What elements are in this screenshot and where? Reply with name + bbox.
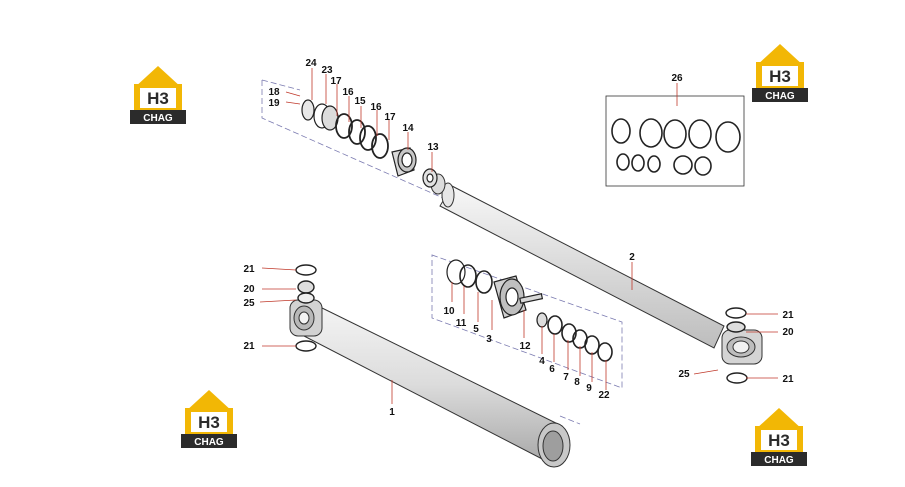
callout-22: 22: [598, 390, 610, 401]
callout-16-second: 16: [370, 102, 382, 113]
callout-12: 12: [519, 341, 531, 352]
callout-13: 13: [427, 142, 439, 153]
cylinder-tube: [289, 299, 571, 468]
callout-21-d: 21: [782, 374, 794, 385]
brand-name-text: CHAG: [194, 437, 224, 448]
seal-kit-box: [605, 95, 745, 187]
callout-14: 14: [402, 123, 414, 134]
brand-logo-bottom-left: H3 CHAG: [181, 390, 237, 448]
brand-mark-text: H3: [147, 89, 169, 108]
callout-4: 4: [539, 356, 545, 367]
assembly-boundary-middle: [431, 254, 623, 389]
callout-18: 18: [268, 87, 280, 98]
callout-15: 15: [354, 96, 366, 107]
brand-name-text: CHAG: [764, 455, 794, 466]
callout-2: 2: [629, 252, 635, 263]
tube-end-parts: [295, 264, 317, 352]
callout-5: 5: [473, 324, 479, 335]
callout-7: 7: [563, 372, 569, 383]
callout-26: 26: [671, 73, 683, 84]
callout-6: 6: [549, 364, 555, 375]
leader-lines: [259, 68, 778, 404]
callout-11: 11: [456, 318, 467, 329]
callout-17: 17: [330, 76, 342, 87]
callout-20-a: 20: [243, 284, 255, 295]
callout-labels: 24 23 17 16 15 16 17 14 13 18 19 26 2 1 …: [243, 58, 794, 418]
callout-25-b: 25: [678, 369, 690, 380]
callout-10: 10: [443, 306, 455, 317]
piston-assembly: [446, 259, 613, 362]
callout-21-c: 21: [782, 310, 794, 321]
callout-9: 9: [586, 383, 592, 394]
callout-21-b: 21: [243, 341, 255, 352]
callout-21-a: 21: [243, 264, 255, 275]
brand-mark-text: H3: [768, 431, 790, 450]
callout-1: 1: [389, 407, 395, 418]
callout-24: 24: [305, 58, 317, 69]
gland-and-seals: [301, 99, 438, 188]
callout-25-a: 25: [243, 298, 255, 309]
callout-16: 16: [342, 87, 354, 98]
brand-mark-text: H3: [198, 413, 220, 432]
brand-mark-text: H3: [769, 67, 791, 86]
callout-20-b: 20: [782, 327, 794, 338]
callout-17-second: 17: [384, 112, 396, 123]
callout-8: 8: [574, 377, 580, 388]
brand-logo-top-right: H3 CHAG: [752, 44, 808, 102]
callout-19: 19: [268, 98, 280, 109]
brand-name-text: CHAG: [143, 113, 173, 124]
brand-name-text: CHAG: [765, 91, 795, 102]
callout-23: 23: [321, 65, 333, 76]
brand-logo-bottom-right: H3 CHAG: [751, 408, 807, 466]
callout-3: 3: [486, 334, 492, 345]
assembly-boundary-lower: [559, 415, 581, 425]
brand-logo-top-left: H3 CHAG: [130, 66, 186, 124]
assembly-boundary-upper: [261, 79, 521, 233]
